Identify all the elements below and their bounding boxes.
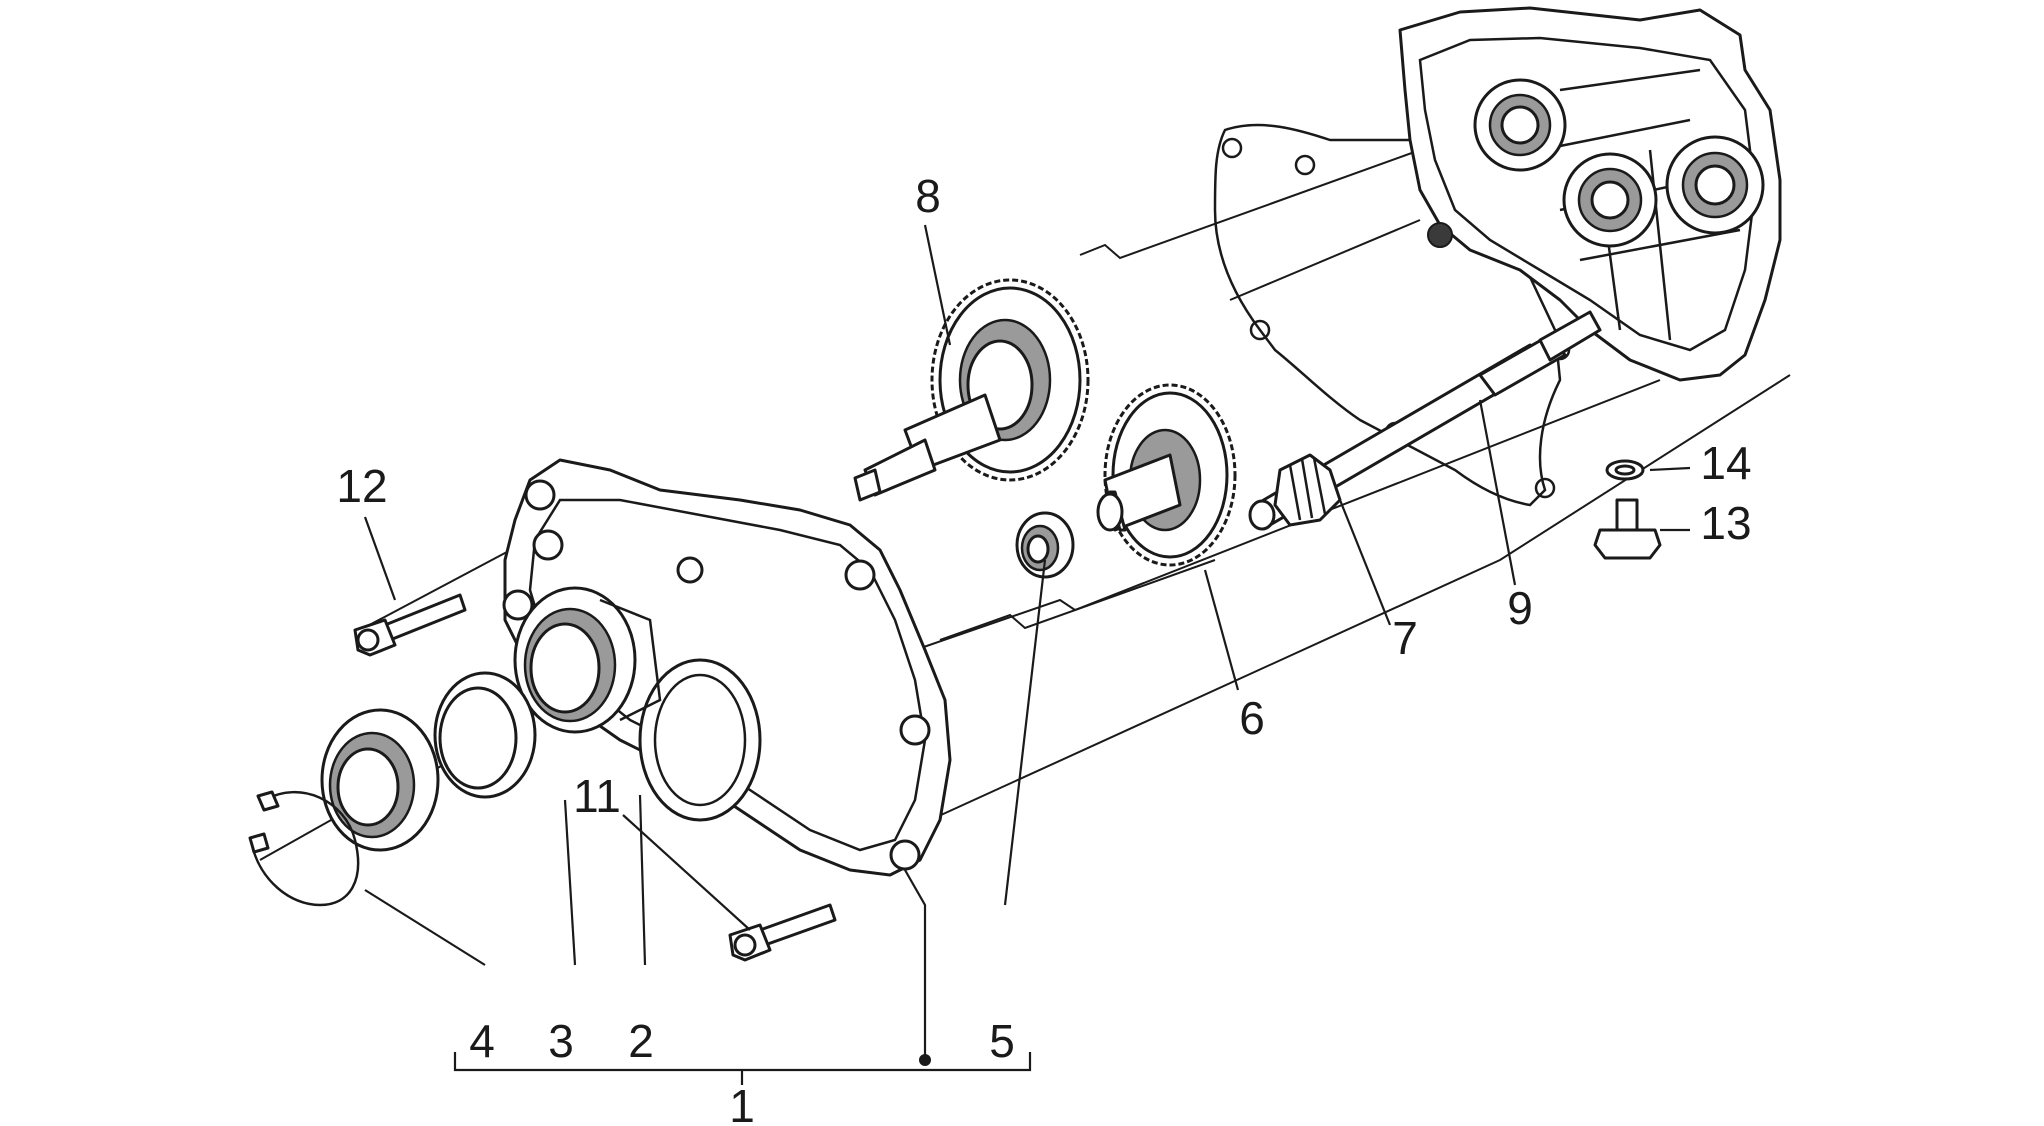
- crankcase-housing: [1398, 6, 1782, 382]
- transmission-cover: [502, 458, 952, 877]
- callout-12: 12: [336, 460, 387, 512]
- callout-4: 4: [469, 1015, 495, 1067]
- drain-plug-13: [1593, 498, 1662, 560]
- output-shaft: [1248, 310, 1602, 531]
- intermediate-gear: [1096, 383, 1237, 567]
- callout-8: 8: [915, 170, 941, 222]
- bearing-large: [320, 708, 440, 852]
- callout-5: 5: [989, 1015, 1015, 1067]
- bearing-small: [1015, 511, 1075, 579]
- circlip: [248, 790, 360, 907]
- callouts: 8 12 14 13 9 7 6 11 4 3 2 5 1: [336, 170, 1751, 1126]
- callout-1: 1: [729, 1080, 755, 1126]
- gear-shaft-assembly: [853, 278, 1090, 502]
- bolt-11: [728, 903, 837, 962]
- leader-lines: [363, 224, 1691, 1085]
- callout-7: 7: [1392, 612, 1418, 664]
- callout-11: 11: [573, 770, 621, 822]
- callout-14: 14: [1700, 437, 1751, 489]
- callout-3: 3: [548, 1015, 574, 1067]
- bracket-dot: [919, 1054, 931, 1066]
- bolt-12: [353, 593, 467, 657]
- callout-6: 6: [1239, 692, 1265, 744]
- oil-seal: [433, 671, 537, 799]
- callout-2: 2: [628, 1015, 654, 1067]
- washer-14: [1605, 459, 1645, 481]
- callout-13: 13: [1700, 497, 1751, 549]
- callout-9: 9: [1507, 582, 1533, 634]
